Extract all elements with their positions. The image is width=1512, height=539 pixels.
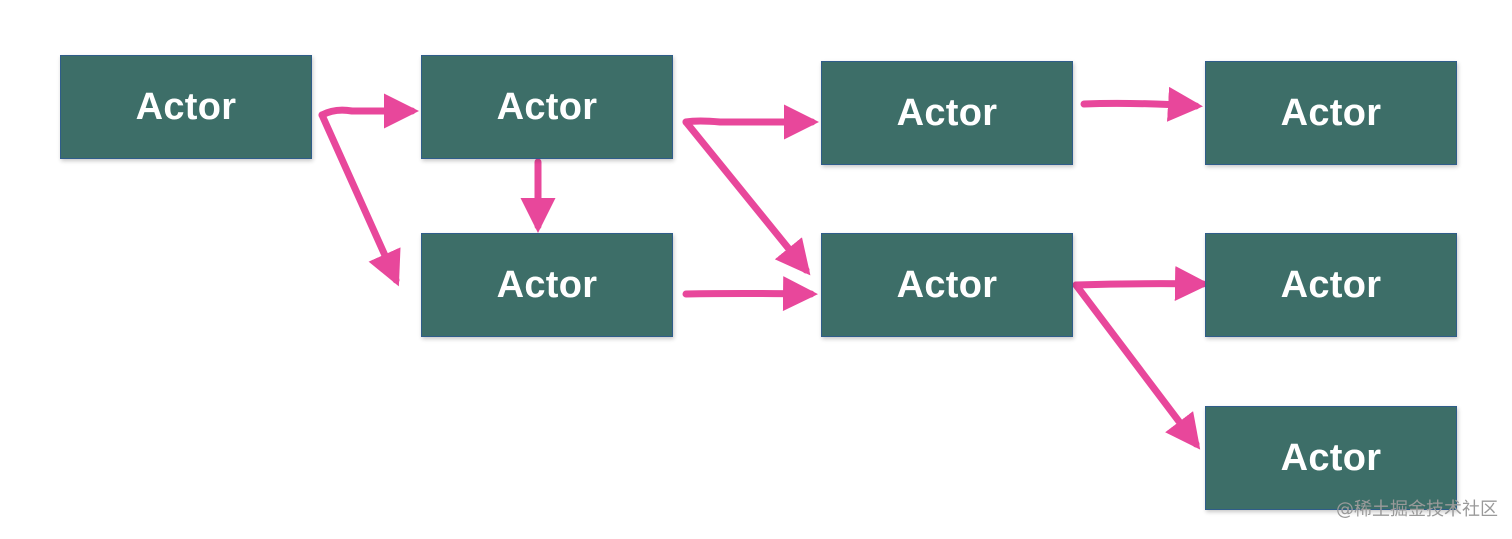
edge-n4-n6: [1080, 86, 1203, 122]
actor-node-7: Actor: [1205, 233, 1457, 337]
edge-n3-n5: [682, 276, 818, 312]
actor-node-1: Actor: [60, 55, 312, 159]
edge-n2-n5: [682, 118, 811, 276]
edge-n2-n4: [682, 104, 819, 140]
actor-node-label: Actor: [1280, 91, 1382, 134]
actor-node-5: Actor: [821, 233, 1073, 337]
actor-node-2: Actor: [421, 55, 673, 159]
edge-n5-n7: [1072, 266, 1210, 302]
actor-node-8: Actor: [1205, 406, 1457, 510]
edge-n5-n8: [1072, 281, 1201, 450]
actor-node-3: Actor: [421, 233, 673, 337]
actor-node-6: Actor: [1205, 61, 1457, 165]
actor-node-4: Actor: [821, 61, 1073, 165]
actor-node-label: Actor: [1280, 436, 1382, 479]
actor-node-label: Actor: [1280, 263, 1382, 306]
edge-n1-n3: [318, 111, 401, 287]
actor-node-label: Actor: [896, 263, 998, 306]
watermark-text: @稀土掘金技术社区: [1336, 499, 1498, 520]
actor-node-label: Actor: [496, 85, 598, 128]
actor-node-label: Actor: [896, 91, 998, 134]
edge-n1-n2: [318, 93, 419, 129]
actor-node-label: Actor: [135, 85, 237, 128]
actor-node-label: Actor: [496, 263, 598, 306]
